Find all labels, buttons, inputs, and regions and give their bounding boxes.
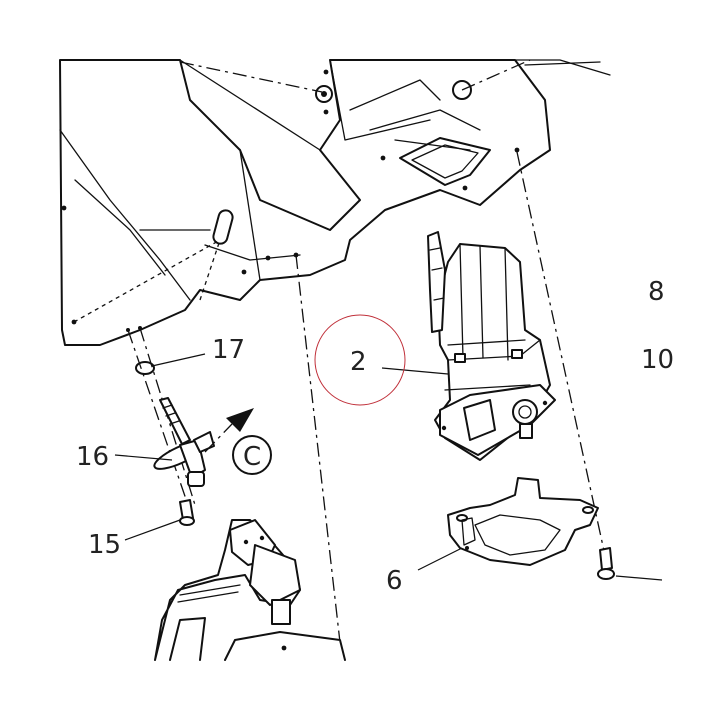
view-c-label: C — [243, 442, 261, 472]
screw-right — [597, 547, 615, 580]
callout-6: 6 — [386, 566, 403, 596]
view-c-arrow — [204, 408, 272, 475]
main-housing — [59, 59, 611, 346]
callout-15: 15 — [88, 530, 121, 560]
callout-10-partial: 10 — [641, 345, 674, 375]
o-ring-part-17 — [135, 361, 155, 375]
sensor-probe-part-16 — [153, 397, 215, 487]
callout-leaders — [114, 353, 663, 581]
lower-mechanism — [154, 519, 346, 661]
assembly-centerlines — [73, 59, 607, 661]
highlight-circle — [314, 314, 406, 406]
actuator-part-2 — [427, 231, 556, 461]
bolt-part-15 — [179, 499, 195, 526]
callout-17: 17 — [212, 335, 245, 365]
callout-8-partial: 8 — [648, 277, 665, 307]
gasket-part-6 — [447, 477, 599, 566]
callout-16: 16 — [76, 442, 109, 472]
callout-2: 2 — [350, 347, 367, 377]
